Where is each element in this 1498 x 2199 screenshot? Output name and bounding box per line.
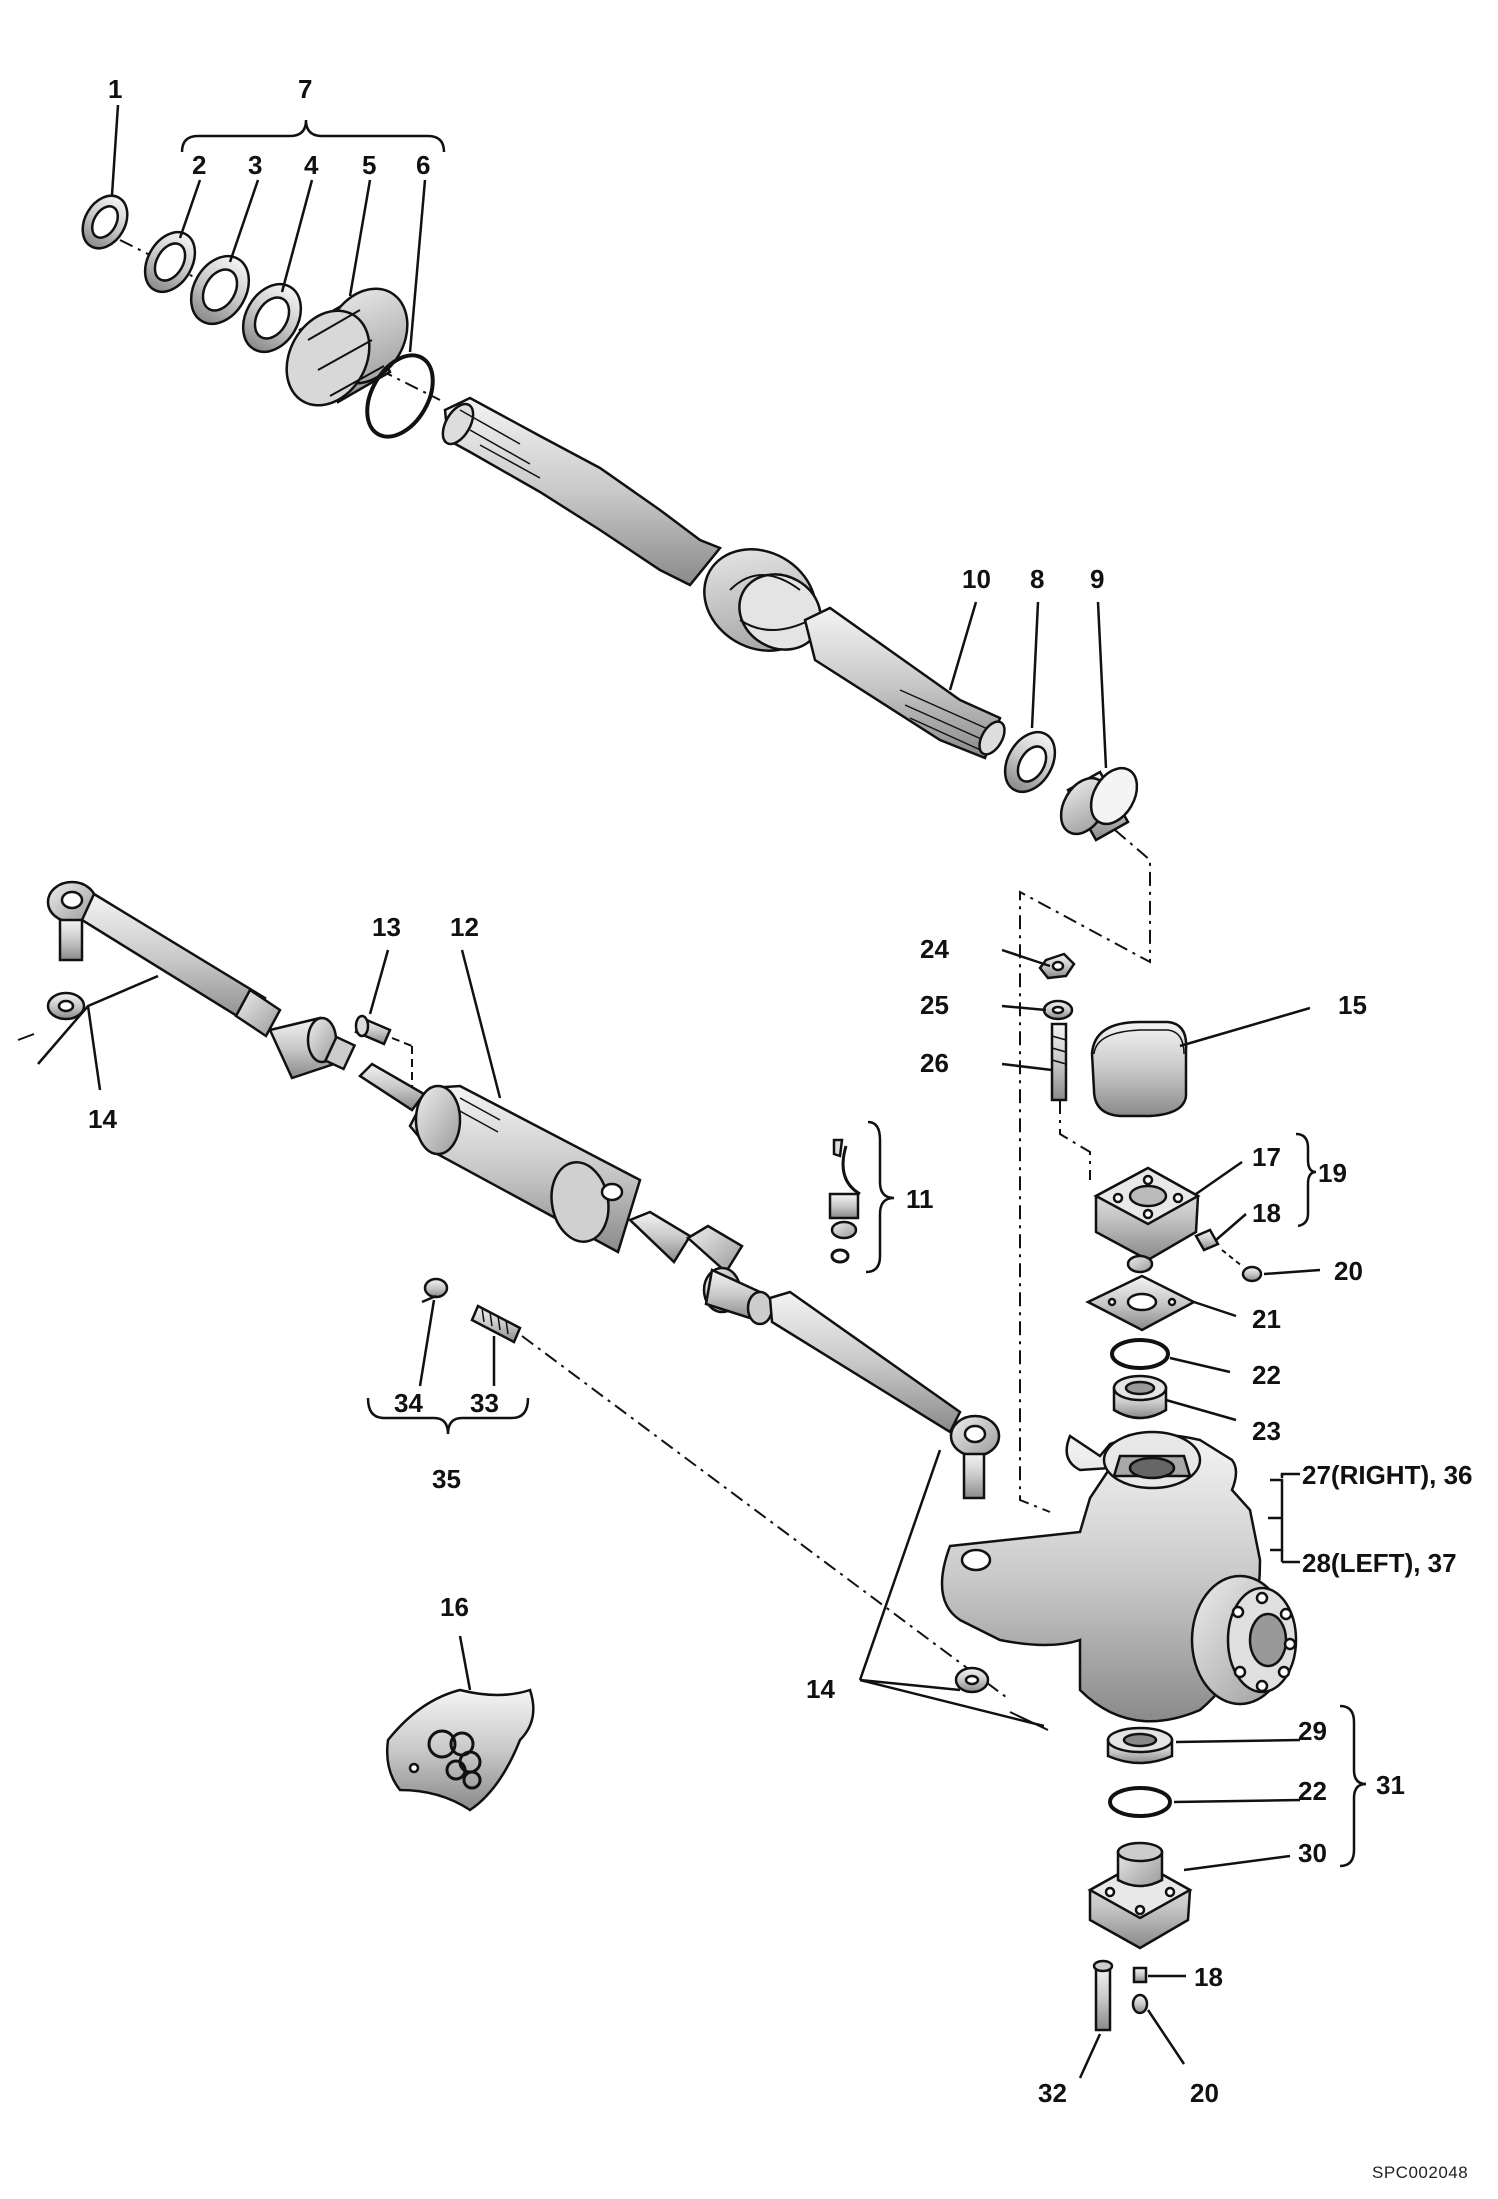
part-18-grease-nipple-upper xyxy=(1194,1228,1220,1252)
callout-19: 19 xyxy=(1318,1158,1347,1188)
part-1-seal xyxy=(81,194,129,250)
part-20-dust-cap-upper xyxy=(1241,1265,1263,1283)
drive-shaft-group xyxy=(81,194,1139,842)
part-16-seal-kit xyxy=(386,1688,535,1812)
callout-22-lower: 22 xyxy=(1298,1776,1327,1806)
callout-25: 25 xyxy=(920,990,949,1020)
part-34-nut xyxy=(423,1277,449,1299)
part-5-hub xyxy=(285,287,409,407)
part-17-kingpin-cap xyxy=(1093,1166,1201,1274)
part-23-bushing xyxy=(1112,1374,1168,1420)
part-32-bolt xyxy=(1092,1959,1114,2032)
callout-31: 31 xyxy=(1376,1770,1405,1800)
callout-7: 7 xyxy=(298,74,312,104)
callout-15: 15 xyxy=(1338,990,1367,1020)
part-13-bolt xyxy=(354,1014,392,1046)
figure-code: SPC002048 xyxy=(1372,2163,1468,2182)
part-15-cap xyxy=(1090,1020,1188,1118)
callout-22-upper: 22 xyxy=(1252,1360,1281,1390)
part-2-ring xyxy=(143,230,197,294)
callout-3: 3 xyxy=(248,150,262,180)
callout-21: 21 xyxy=(1252,1304,1281,1334)
callout-32: 32 xyxy=(1038,2078,1067,2108)
part-21-shim xyxy=(1085,1274,1197,1332)
part-11-grease-fitting xyxy=(828,1138,861,1264)
part-30-lower-kingpin-cap xyxy=(1087,1841,1193,1950)
callout-10: 10 xyxy=(962,564,991,594)
lower-tie-rod-nut xyxy=(954,1666,990,1694)
leader-lines-lower xyxy=(37,948,1367,2079)
callout-16: 16 xyxy=(440,1592,469,1622)
part-12-steering-cylinder xyxy=(408,1084,744,1274)
part-20-dust-cap-lower xyxy=(1131,1993,1149,2015)
left-inner-socket xyxy=(268,1016,357,1080)
part-22-o-ring-upper xyxy=(1110,1338,1170,1370)
callout-26: 26 xyxy=(920,1048,949,1078)
part-6-o-ring xyxy=(365,353,435,439)
callout-8: 8 xyxy=(1030,564,1044,594)
callout-23: 23 xyxy=(1252,1416,1281,1446)
callout-13: 13 xyxy=(372,912,401,942)
part-27-28-steering-knuckle xyxy=(940,1430,1298,1723)
right-inner-socket xyxy=(702,1266,774,1326)
callout-2: 2 xyxy=(192,150,206,180)
callout-27-right: 27(RIGHT), 36 xyxy=(1302,1460,1473,1490)
part-9-sleeve xyxy=(1059,766,1139,842)
callout-6: 6 xyxy=(416,150,430,180)
leader-lines-top xyxy=(110,104,1108,769)
callout-20-lower: 20 xyxy=(1190,2078,1219,2108)
left-nut xyxy=(46,991,86,1021)
steering-cylinder-group xyxy=(17,880,1011,1701)
callout-4: 4 xyxy=(304,150,319,180)
callout-24: 24 xyxy=(920,934,949,964)
knuckle-group xyxy=(386,952,1298,2032)
part-33-pin xyxy=(470,1304,522,1344)
callout-labels: 1 7 2 3 4 5 6 10 8 9 13 12 14 24 25 26 1… xyxy=(88,74,1473,2182)
left-tie-rod-end xyxy=(46,880,282,1038)
part-3-bearing xyxy=(189,254,251,326)
part-25-washer xyxy=(1042,999,1074,1021)
part-24-nut xyxy=(1038,952,1076,980)
callout-18-upper: 18 xyxy=(1252,1198,1281,1228)
callout-12: 12 xyxy=(450,912,479,942)
callout-11: 11 xyxy=(906,1184,934,1214)
callout-33: 33 xyxy=(470,1388,499,1418)
callout-20-upper: 20 xyxy=(1334,1256,1363,1286)
right-tie-rod-end xyxy=(949,1414,1001,1500)
callout-28-left: 28(LEFT), 37 xyxy=(1302,1548,1457,1578)
callout-30: 30 xyxy=(1298,1838,1327,1868)
part-26-stud xyxy=(1050,1022,1068,1102)
part-4-bearing xyxy=(241,282,303,354)
callout-18-lower: 18 xyxy=(1194,1962,1223,1992)
callout-1: 1 xyxy=(108,74,122,104)
part-8-seal xyxy=(1003,730,1057,794)
callout-5: 5 xyxy=(362,150,376,180)
callout-29: 29 xyxy=(1298,1716,1327,1746)
callout-14-left: 14 xyxy=(88,1104,117,1134)
callout-34: 34 xyxy=(394,1388,423,1418)
callout-35: 35 xyxy=(432,1464,461,1494)
part-29-bearing xyxy=(1106,1726,1174,1765)
part-18-grease-nipple-lower xyxy=(1132,1966,1148,1984)
callout-9: 9 xyxy=(1090,564,1104,594)
callout-17: 17 xyxy=(1252,1142,1281,1172)
callout-14-right: 14 xyxy=(806,1674,835,1704)
part-10-axle-shaft xyxy=(441,396,1006,760)
part-22-o-ring-lower xyxy=(1108,1786,1172,1818)
